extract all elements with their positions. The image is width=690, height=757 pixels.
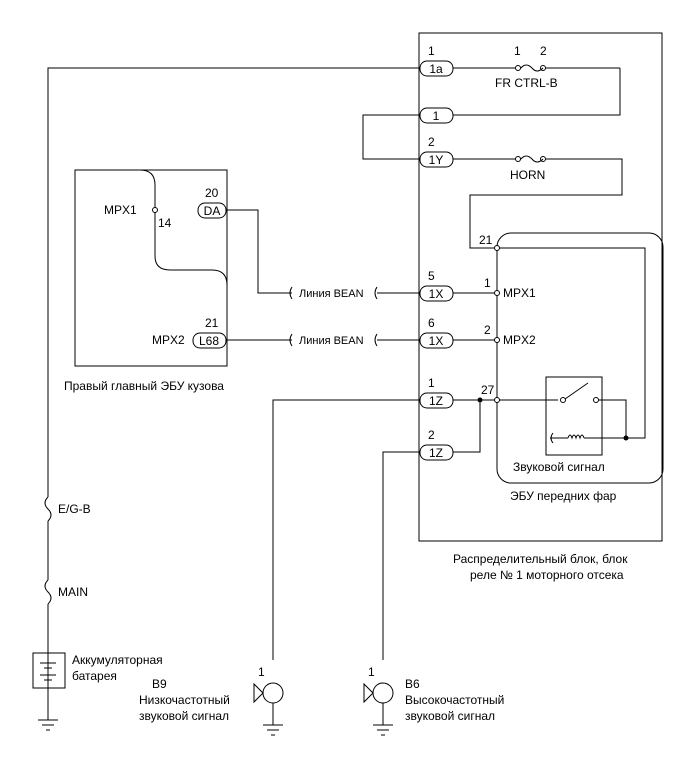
- connector-1x-6: 1X: [419, 332, 454, 349]
- body-ecu-mpx1-label: MPX1: [104, 203, 137, 217]
- fuse-fr-ctrl-b-icon: [515, 64, 546, 72]
- body-ecu-mpx2-label: MPX2: [152, 333, 185, 347]
- horn-relay-label: Звуковой сигнал: [513, 460, 605, 474]
- terminal-mpx1: [494, 290, 500, 296]
- svg-text:1Z: 1Z: [429, 446, 443, 460]
- svg-text:1Z: 1Z: [429, 394, 443, 408]
- junction-dot-1z: [477, 397, 483, 403]
- horn-b6-line1: Высокочастотный: [405, 693, 504, 707]
- junction-block-title-line1: Распределительный блок, блок: [453, 552, 628, 566]
- connector-1z-1: 1Z: [419, 392, 454, 409]
- fuse-main-icon: [42, 579, 54, 605]
- connector-1y: 1Y: [419, 151, 454, 168]
- battery-icon: [32, 652, 66, 720]
- bean-line-label-bottom: Линия BEAN: [299, 335, 364, 347]
- svg-text:1Y: 1Y: [429, 153, 444, 167]
- headlight-ecu-pin-2: 2: [484, 323, 491, 337]
- relay-coil-break: [550, 432, 554, 444]
- pin-1z-1: 1: [428, 376, 435, 390]
- horn-b6-line2: звуковой сигнал: [405, 709, 495, 723]
- terminal-body-mpx1: [152, 207, 158, 213]
- body-ecu-inner-outline: [75, 169, 228, 363]
- wire-loop-1: [453, 68, 621, 116]
- bean-break-bottom: [289, 333, 378, 347]
- pin-1x-6: 6: [428, 316, 435, 330]
- horn-b6-code: B6: [405, 677, 420, 691]
- pin-da: 20: [205, 186, 219, 200]
- body-ecu-mpx1-pin: 14: [158, 216, 172, 230]
- fuse-horn-label: HORN: [510, 168, 545, 182]
- relay-switch-contact-b: [593, 397, 599, 403]
- fuse-eg-b-label: E/G-B: [58, 502, 91, 516]
- wire-switch-coil: [598, 399, 627, 438]
- junction-dot-coil: [623, 435, 629, 441]
- ground-icon-b9: [263, 724, 283, 736]
- battery-label-line1: Аккумуляторная: [72, 653, 163, 667]
- horn-b6-icon: [363, 682, 394, 725]
- pin-l68: 21: [205, 316, 219, 330]
- svg-text:L68: L68: [199, 334, 219, 348]
- ground-icon-b6: [373, 724, 393, 736]
- battery-feed-wire: [47, 67, 420, 688]
- fuse-eg-b-icon: [42, 496, 54, 522]
- horn-b9-pin: 1: [258, 665, 265, 679]
- headlight-ecu-mpx1: MPX1: [503, 286, 536, 300]
- svg-text:1a: 1a: [429, 62, 443, 76]
- horn-b9-line1: Низкочастотный: [139, 693, 230, 707]
- terminal-27: [494, 397, 500, 403]
- wire-b6-1z2: [382, 451, 420, 660]
- relay-switch-contact-a: [560, 397, 566, 403]
- headlight-ecu-box: [496, 232, 664, 484]
- horn-b6-pin: 1: [368, 665, 375, 679]
- connector-1: 1: [419, 107, 454, 124]
- connector-1a: 1a: [419, 60, 454, 77]
- fuse-fr-ctrl-b-label: FR CTRL-B: [495, 76, 558, 90]
- bean-break-top: [289, 286, 378, 300]
- svg-text:DA: DA: [204, 204, 221, 218]
- fuse-main-label: MAIN: [58, 585, 88, 599]
- wire-horn-fuse-to-ecu: [469, 158, 623, 249]
- horn-b9-code: B9: [152, 677, 167, 691]
- terminal-mpx2: [494, 337, 500, 343]
- headlight-ecu-title: ЭБУ передних фар: [510, 489, 617, 503]
- connector-1z-2: 1Z: [419, 444, 454, 461]
- pin-1x-5: 5: [428, 269, 435, 283]
- fuse-fr-ctrl-b-pin-right: 2: [540, 44, 547, 58]
- junction-block-box: [418, 32, 663, 542]
- relay-switch-blade: [564, 382, 589, 400]
- headlight-ecu-pin-21: 21: [479, 233, 493, 247]
- body-ecu-title: Правый главный ЭБУ кузова: [64, 379, 224, 393]
- wire-loop-external: [362, 114, 420, 160]
- connector-1x-5: 1X: [419, 285, 454, 302]
- connector-da: DA: [197, 202, 227, 219]
- bean-line-label-top: Линия BEAN: [299, 288, 364, 300]
- pin-1z-2: 2: [428, 428, 435, 442]
- pin-1a: 1: [428, 44, 435, 58]
- svg-text:1X: 1X: [429, 334, 444, 348]
- horn-b9-icon: [253, 682, 284, 725]
- battery-label-line2: батарея: [72, 669, 117, 683]
- terminal-21: [494, 245, 500, 251]
- relay-coil-icon: [567, 434, 585, 440]
- wire-b9-1z: [272, 399, 420, 660]
- body-ecu-box: [74, 169, 228, 367]
- ground-icon-battery: [38, 719, 58, 731]
- svg-text:1: 1: [433, 109, 440, 123]
- fuse-horn-icon: [515, 155, 546, 163]
- connector-l68: L68: [192, 332, 227, 349]
- horn-relay-box: [545, 376, 603, 456]
- wire-da-bean: [226, 209, 292, 294]
- fuse-fr-ctrl-b-pin-left: 1: [514, 44, 521, 58]
- horn-b9-line2: звуковой сигнал: [139, 709, 229, 723]
- headlight-ecu-pin-27: 27: [481, 383, 495, 397]
- junction-block-title-line2: реле № 1 моторного отсека: [470, 568, 624, 582]
- headlight-ecu-mpx2: MPX2: [503, 333, 536, 347]
- svg-text:1X: 1X: [429, 287, 444, 301]
- headlight-ecu-pin-1: 1: [484, 276, 491, 290]
- pin-1y: 2: [428, 135, 435, 149]
- wire-relay-coil-feed: [497, 247, 646, 439]
